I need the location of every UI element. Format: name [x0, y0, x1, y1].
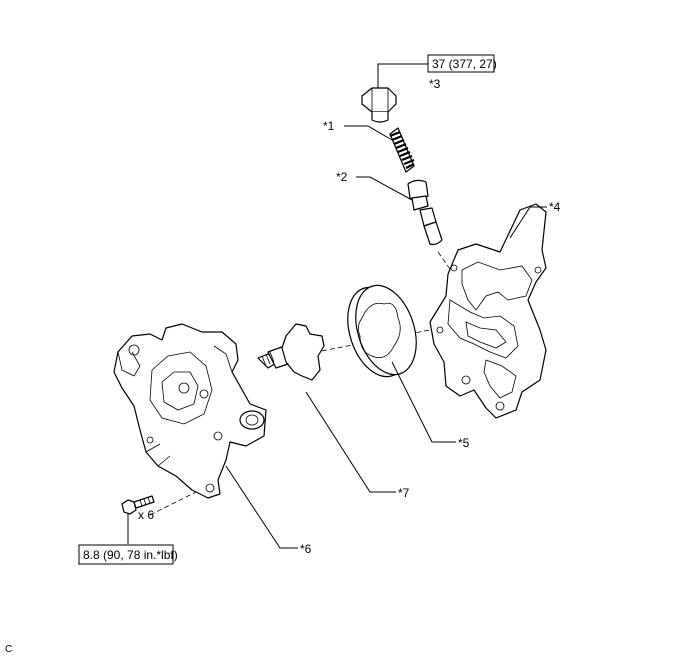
oil-pump-cover: [429, 203, 547, 419]
bolt-quantity: x 6: [138, 508, 154, 522]
label-part-3: *3: [429, 77, 441, 91]
bolt-torque-value: 8.8 (90, 78 in.*lbf): [83, 548, 178, 562]
label-part-4: *4: [549, 200, 561, 214]
outer-rotor: [347, 284, 417, 378]
pump-mounting-bolt: [121, 495, 155, 515]
oil-pump-body: [113, 323, 267, 499]
label-part-1: *1: [323, 119, 335, 133]
plug-torque-value: 37 (377, 27): [432, 57, 497, 71]
label-part-5: *5: [458, 436, 470, 450]
corner-code: C: [5, 644, 12, 655]
label-part-2: *2: [336, 170, 348, 184]
bolt-torque-box: [78, 544, 174, 565]
relief-valve: [407, 179, 443, 246]
plug-torque-box: [427, 54, 495, 73]
label-part-6: *6: [300, 542, 312, 556]
relief-valve-spring: [389, 127, 415, 173]
relief-valve-plug: [361, 87, 397, 123]
label-part-7: *7: [398, 486, 410, 500]
leader-lines: [127, 63, 547, 549]
inner-rotor-shaft: [257, 323, 325, 381]
